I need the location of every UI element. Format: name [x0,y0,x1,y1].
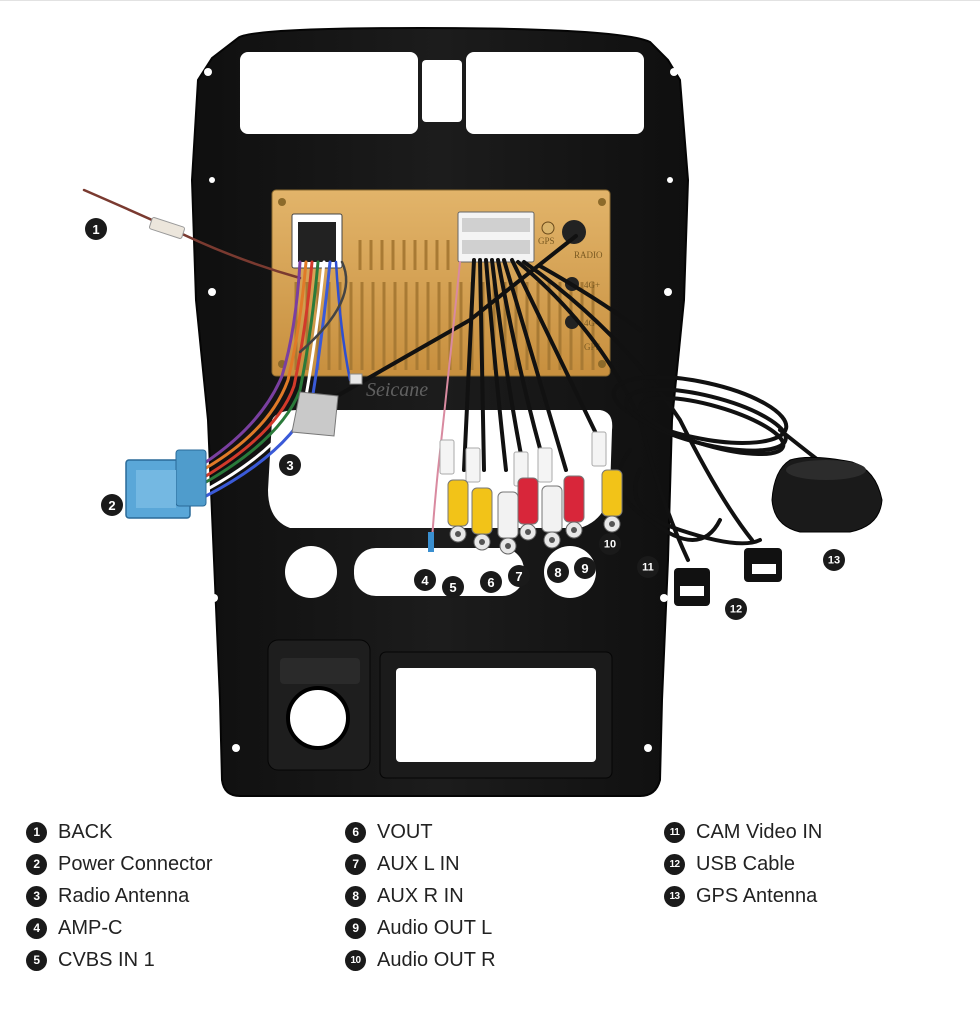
callout-11: 11 [637,556,659,578]
dash-frame [190,26,690,797]
legend-label: BACK [58,820,113,843]
top-divider [0,0,980,1]
legend-label: GPS Antenna [696,884,818,907]
legend-item-11: 11 CAM Video IN [664,816,822,848]
legend-item-6: 6 VOUT [345,816,496,848]
rca-plug [563,475,585,539]
legend-number-badge: 6 [345,821,366,843]
callout-13: 13 [823,549,845,571]
legend-number-badge: 1 [26,821,47,843]
rca-plug [471,487,493,551]
callout-number: 9 [581,561,588,576]
cable-bundle [82,188,820,562]
rca-connectors [447,469,623,555]
legend-column-1: 1 BACK 2 Power Connector 3 Radio Antenna 4 AMP-… [26,816,213,976]
legend-label: CVBS IN 1 [58,948,155,971]
lte-port-label-2: 4G- [584,318,598,328]
rca-plug [517,477,539,541]
legend-label: CAM Video IN [696,820,823,843]
callout-10: 10 [599,533,621,555]
legend-item-13: 13 GPS Antenna [664,880,822,912]
legend-column-3: 11 CAM Video IN 12 USB Cable 13 GPS Antenna [664,816,822,912]
legend-label: AMP-C [58,916,123,939]
legend-number-badge: 5 [26,949,47,971]
lte-port-label-1: 4G+ [584,280,600,290]
callout-5: 5 [442,576,464,598]
legend-number-badge: 11 [664,821,685,843]
callout-number: 3 [286,458,293,473]
legend-number-badge: 10 [345,949,366,971]
legend-item-1: 1 BACK [26,816,213,848]
legend-item-10: 10 Audio OUT R [345,944,496,976]
usb-plugs [674,548,782,606]
legend-item-5: 5 CVBS IN 1 [26,944,213,976]
legend-item-4: 4 AMP-C [26,912,213,944]
wiring-diagram: GPS RADIO 4G+ 4G- GPS Seicane [82,26,883,797]
legend: 1 BACK 2 Power Connector 3 Radio Antenna 4 AMP-… [0,816,980,996]
callout-number: 12 [730,604,742,616]
callout-number: 2 [108,498,115,513]
callout-7: 7 [508,565,530,587]
legend-label: AUX L IN [377,852,460,875]
legend-label: AUX R IN [377,884,464,907]
gps-port-label: GPS [538,236,555,246]
gps-port-label-2: GPS [584,342,601,352]
rca-plug [497,491,519,555]
power-connector [125,449,207,519]
callout-3: 3 [279,454,301,476]
rca-plug [601,469,623,533]
legend-item-3: 3 Radio Antenna [26,880,213,912]
callout-9: 9 [574,557,596,579]
callout-number: 7 [515,569,522,584]
gps-antenna-puck [771,456,883,533]
legend-label: Radio Antenna [58,884,190,907]
brand-watermark: Seicane [366,379,428,401]
legend-item-9: 9 Audio OUT L [345,912,496,944]
callout-number: 5 [449,580,456,595]
legend-item-8: 8 AUX R IN [345,880,496,912]
callout-number: 6 [487,575,494,590]
callout-number: 10 [604,539,616,551]
callout-number: 11 [642,562,654,574]
legend-number-badge: 4 [26,917,47,939]
legend-number-badge: 7 [345,853,366,875]
legend-label: Audio OUT R [377,948,496,971]
legend-number-badge: 3 [26,885,47,907]
callout-2: 2 [101,494,123,516]
callout-6: 6 [480,571,502,593]
legend-label: VOUT [377,820,433,843]
legend-number-badge: 12 [664,853,685,875]
callout-4: 4 [414,569,436,591]
legend-number-badge: 2 [26,853,47,875]
legend-label: Audio OUT L [377,916,493,939]
radio-port-label: RADIO [574,250,603,260]
legend-item-7: 7 AUX L IN [345,848,496,880]
legend-label: Power Connector [58,852,213,875]
callout-number: 1 [92,222,99,237]
callout-number: 13 [828,555,840,567]
legend-label: USB Cable [696,852,795,875]
legend-number-badge: 9 [345,917,366,939]
callout-number: 4 [421,573,429,588]
legend-number-badge: 8 [345,885,366,907]
legend-item-12: 12 USB Cable [664,848,822,880]
cable-tags [439,431,607,487]
legend-number-badge: 13 [664,885,685,907]
callout-12: 12 [725,598,747,620]
callout-number: 8 [554,565,561,580]
callout-8: 8 [547,561,569,583]
rca-plug [541,485,563,549]
callout-1: 1 [85,218,107,240]
legend-item-2: 2 Power Connector [26,848,213,880]
legend-column-2: 6 VOUT 7 AUX L IN 8 AUX R IN 9 Audio OUT L 10 Aud… [345,816,496,976]
rca-plug [447,479,469,543]
